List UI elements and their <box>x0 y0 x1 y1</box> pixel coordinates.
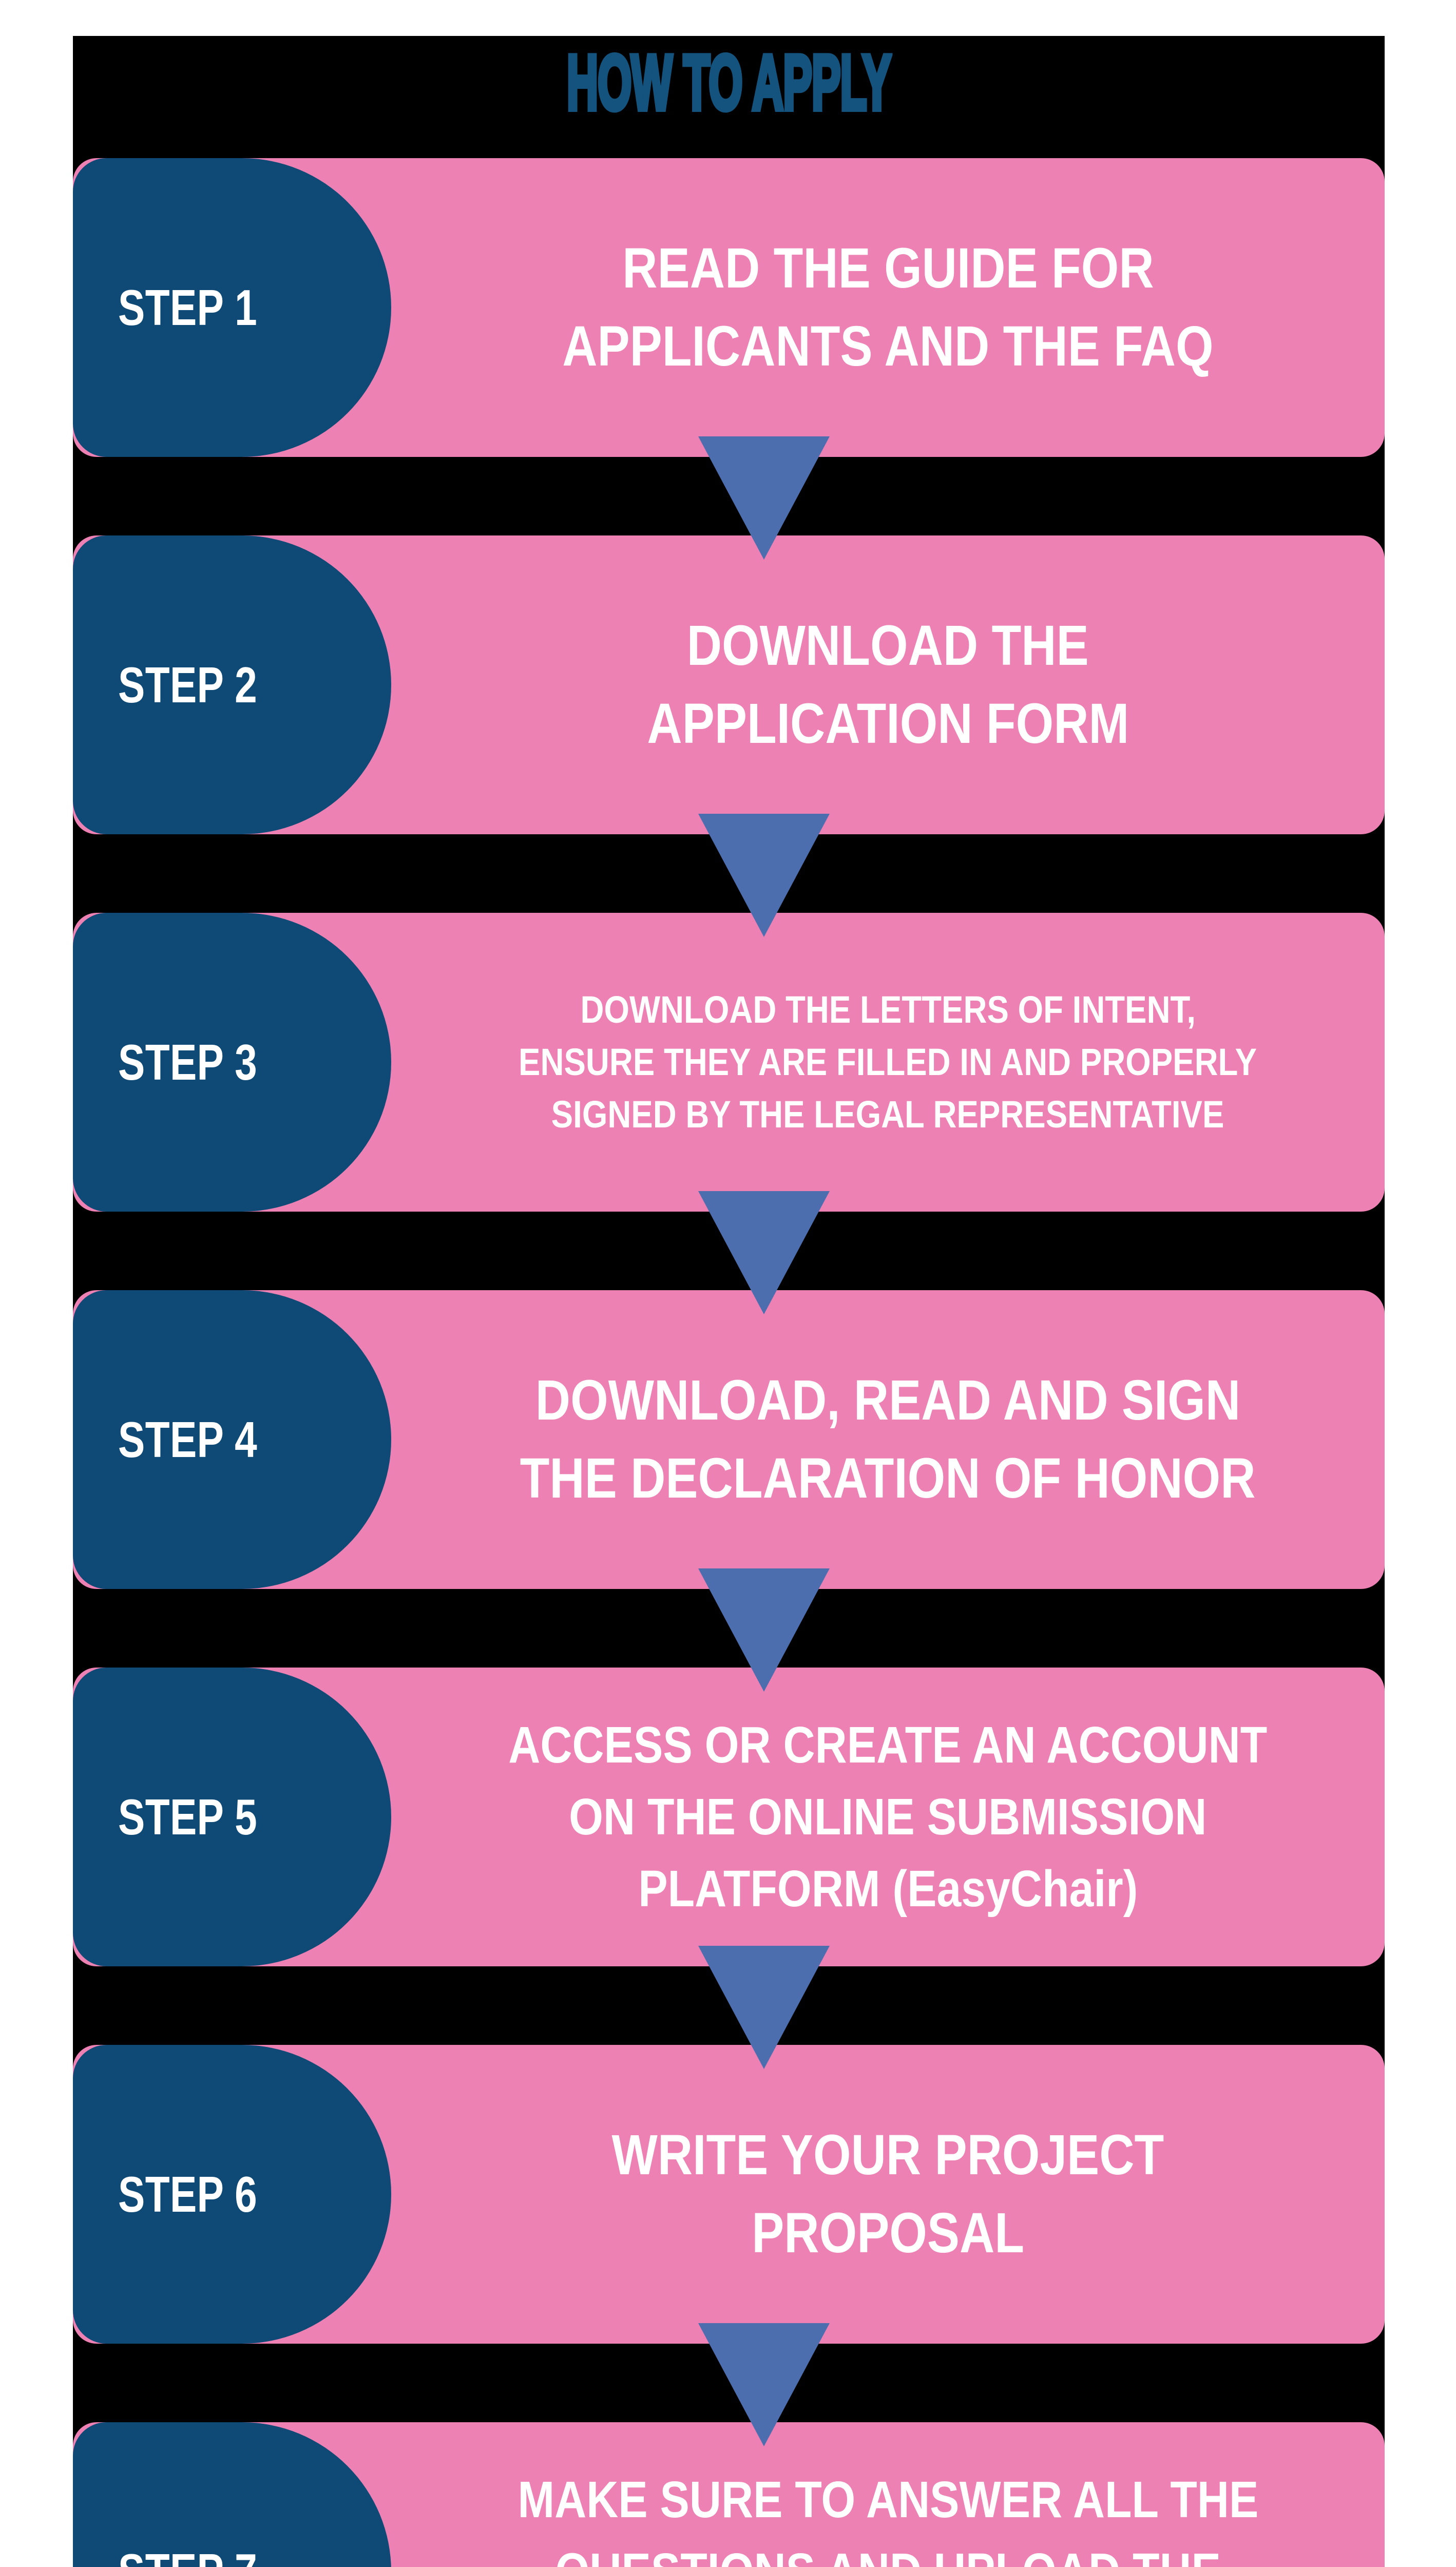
step-description-line: THE DECLARATION OF HONOR <box>520 1447 1256 1510</box>
step-description: DOWNLOAD THE APPLICATION FORM <box>391 535 1385 834</box>
step-row[interactable]: STEP 3 DOWNLOAD THE LETTERS OF INTENT, ENS… <box>73 913 1385 1212</box>
step-number-label: STEP 4 <box>118 1411 258 1468</box>
flow-arrow-down-icon <box>698 1568 830 1692</box>
step-description: ACCESS OR CREATE AN ACCOUNT ON THE ONLINE… <box>391 1668 1385 1966</box>
step-number-label: STEP 1 <box>118 279 258 336</box>
step-description: DOWNLOAD THE LETTERS OF INTENT, ENSURE TH… <box>391 913 1385 1212</box>
step-number-label: STEP 5 <box>118 1789 258 1845</box>
step-number-capsule[interactable]: STEP 4 <box>73 1290 391 1589</box>
page-title: HOW TO APPLY <box>565 36 893 129</box>
step-description-line: READ THE GUIDE FOR <box>622 237 1154 300</box>
step-row[interactable]: STEP 5 ACCESS OR CREATE AN ACCOUNT ON THE … <box>73 1668 1385 1966</box>
step-description: DOWNLOAD, READ AND SIGN THE DECLARATION O… <box>391 1290 1385 1589</box>
flow-arrow-down-icon <box>698 436 830 560</box>
step-description-line: QUESTIONS AND UPLOAD THE <box>555 2536 1220 2567</box>
flow-arrow-down-icon <box>698 1946 830 2069</box>
step-description-line: APPLICANTS AND THE FAQ <box>562 315 1214 378</box>
step-number-label: STEP 7 <box>118 2546 257 2567</box>
step-row[interactable]: STEP 7 MAKE SURE TO ANSWER ALL THE QUESTIO… <box>73 2422 1385 2567</box>
step-description-line: WRITE YOUR PROJECT <box>611 2123 1164 2187</box>
poster-black-panel: HOW TO APPLY STEP 1 READ THE GUIDE FOR APP… <box>73 36 1385 2567</box>
step-number-capsule[interactable]: STEP 2 <box>73 535 391 834</box>
step-row[interactable]: STEP 4 DOWNLOAD, READ AND SIGN THE DECLARA… <box>73 1290 1385 1589</box>
step-number-capsule[interactable]: STEP 6 <box>73 2045 391 2344</box>
step-description-line: DOWNLOAD, READ AND SIGN <box>535 1369 1241 1432</box>
step-number-label: STEP 6 <box>118 2166 258 2223</box>
step-description-line: PROPOSAL <box>752 2201 1024 2265</box>
flow-arrow-down-icon <box>698 1191 830 1314</box>
step-description-line: ENSURE THEY ARE FILLED IN AND PROPERLY <box>519 1041 1257 1083</box>
step-description: READ THE GUIDE FOR APPLICANTS AND THE FAQ <box>391 158 1385 457</box>
flow-arrow-down-icon <box>698 2323 830 2446</box>
flow-arrow-down-icon <box>698 814 830 937</box>
step-description-line: DOWNLOAD THE LETTERS OF INTENT, <box>580 988 1196 1031</box>
step-row[interactable]: STEP 2 DOWNLOAD THE APPLICATION FORM <box>73 535 1385 834</box>
step-description-line: ACCESS OR CREATE AN ACCOUNT <box>508 1716 1268 1774</box>
step-description-line: PLATFORM (EasyChair) <box>638 1860 1138 1918</box>
step-number-capsule[interactable]: STEP 3 <box>73 913 391 1212</box>
step-description: WRITE YOUR PROJECT PROPOSAL <box>391 2045 1385 2344</box>
step-description-line: APPLICATION FORM <box>647 692 1129 755</box>
step-number-label: STEP 2 <box>118 657 258 713</box>
step-number-label: STEP 3 <box>118 1034 258 1090</box>
step-row[interactable]: STEP 1 READ THE GUIDE FOR APPLICANTS AND T… <box>73 158 1385 457</box>
step-number-capsule[interactable]: STEP 1 <box>73 158 391 457</box>
step-description: MAKE SURE TO ANSWER ALL THE QUESTIONS AND… <box>391 2422 1385 2567</box>
step-description-line: SIGNED BY THE LEGAL REPRESENTATIVE <box>551 1093 1224 1136</box>
step-number-capsule[interactable]: STEP 5 <box>73 1668 391 1966</box>
step-description-line: ON THE ONLINE SUBMISSION <box>569 1788 1207 1846</box>
step-description-line: DOWNLOAD THE <box>686 614 1089 677</box>
step-row[interactable]: STEP 6 WRITE YOUR PROJECT PROPOSAL <box>73 2045 1385 2344</box>
step-description-line: MAKE SURE TO ANSWER ALL THE <box>518 2471 1258 2528</box>
